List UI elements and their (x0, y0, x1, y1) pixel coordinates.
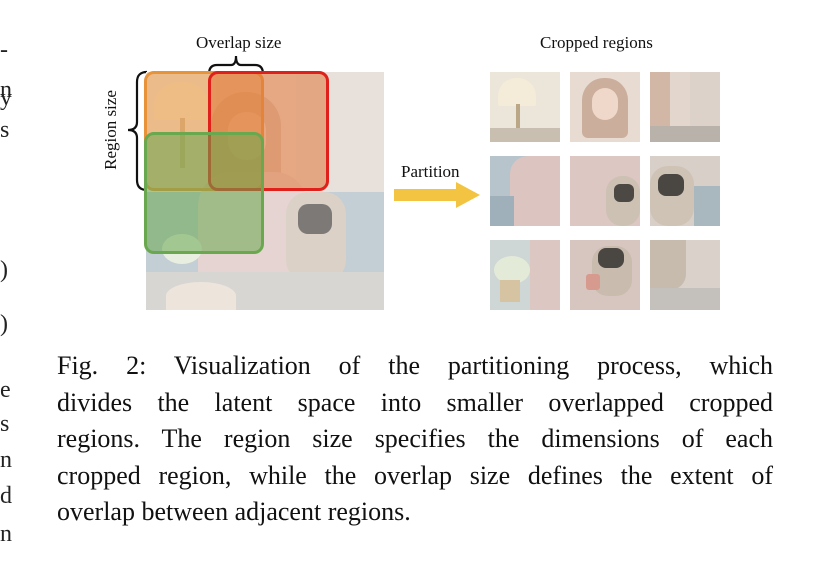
overlap-brace-icon (207, 55, 265, 75)
left-fragment: y (0, 85, 12, 111)
left-fragment: ) (0, 257, 8, 283)
left-fragment: - (0, 37, 8, 63)
left-fragment: n (0, 447, 12, 473)
overlap-size-label: Overlap size (196, 33, 282, 52)
crop-tile (570, 240, 640, 310)
caption-line: divides the latent space into smaller ov… (57, 387, 773, 417)
caption-line: Fig. 2: Visualization of the partitionin… (57, 351, 773, 380)
caption-line: regions. The region size specifies the d… (57, 424, 773, 453)
crop-tile (490, 72, 560, 142)
partition-label: Partition (401, 162, 460, 181)
crop-tile (650, 72, 720, 142)
figure-caption: Fig. 2: Visualization of the partitionin… (57, 348, 773, 531)
crop-tile (570, 156, 640, 226)
crop-tile (490, 156, 560, 226)
green-region-box (144, 132, 264, 254)
left-fragment: d (0, 483, 12, 509)
crop-tile (650, 156, 720, 226)
crop-tile (490, 240, 560, 310)
left-fragment: ) (0, 311, 8, 337)
left-column-fragments: - n y s ) ) e s n d n (0, 0, 14, 563)
caption-line: cropped region, while the overlap size d… (57, 460, 773, 490)
left-fragment: s (0, 117, 10, 143)
region-brace-icon (127, 70, 148, 192)
cropped-regions-label: Cropped regions (540, 33, 653, 52)
crop-tile (570, 72, 640, 142)
region-size-label: Region size (100, 90, 120, 170)
crop-tile (650, 240, 720, 310)
partition-arrow-icon (394, 182, 480, 208)
left-fragment: n (0, 521, 12, 547)
left-fragment: n (0, 77, 12, 103)
caption-line: overlap between adjacent regions. (57, 497, 411, 526)
left-fragment: s (0, 411, 10, 437)
left-fragment: e (0, 377, 11, 403)
partition-figure: Overlap size Cropped regions Partition R… (100, 33, 720, 310)
